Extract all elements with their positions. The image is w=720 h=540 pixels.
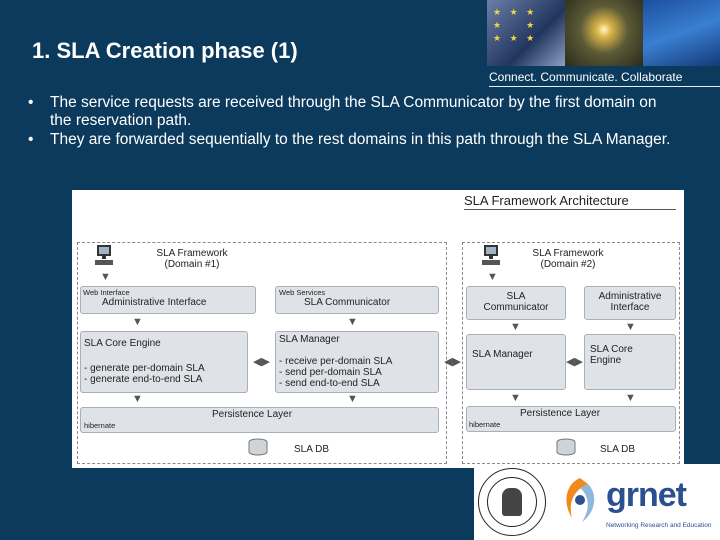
- persistence-layer-box: [466, 406, 676, 432]
- grnet-wordmark: grnet: [606, 476, 687, 514]
- bullet-mark: •: [28, 131, 34, 148]
- database-label: SLA DB: [294, 444, 330, 455]
- sla-communicator-box: [275, 286, 439, 314]
- computer-icon: [95, 245, 113, 265]
- database-icon: [248, 438, 268, 456]
- seal-inner-ring: [487, 477, 537, 527]
- arrow-down: ▼: [347, 316, 358, 328]
- domain1-frame: [77, 242, 447, 464]
- core-engine-item: - generate end-to-end SLA: [84, 374, 203, 385]
- slide-title: 1. SLA Creation phase (1): [32, 38, 298, 63]
- arrow-left-right: ◀▶: [253, 356, 270, 368]
- grnet-logo: grnet Networking Research and Education: [550, 464, 720, 540]
- bullet-text: The service requests are received throug…: [50, 94, 657, 129]
- grnet-tagline: Networking Research and Education: [606, 522, 712, 529]
- bullet-item: • The service requests are received thro…: [28, 94, 678, 130]
- university-seal-logo: [474, 464, 550, 540]
- tagline-divider: [489, 86, 720, 87]
- sla-manager-item: - send per-domain SLA: [279, 367, 382, 378]
- sla-communicator-box: [466, 286, 566, 320]
- seal-figure-icon: [502, 488, 522, 516]
- sla-manager-box: [466, 334, 566, 390]
- sla-manager-item: - send end-to-end SLA: [279, 378, 380, 389]
- arrow-left-right: ◀▶: [444, 356, 461, 368]
- bullet-text: They are forwarded sequentially to the r…: [50, 131, 671, 148]
- grnet-swirl-icon: [566, 478, 595, 522]
- arrow-down: ▼: [487, 271, 498, 283]
- seal-outer-ring: [478, 468, 546, 536]
- persistence-layer-box: [80, 407, 439, 433]
- domain2-name: SLA Framework(Domain #2): [532, 248, 604, 270]
- arrow-left-right: ◀▶: [566, 356, 583, 368]
- bullet-list: • The service requests are received thro…: [28, 94, 678, 150]
- domain1-name: SLA Framework(Domain #1): [156, 248, 228, 270]
- header-banner-image: ★ ★ ★★ ★★ ★ ★: [487, 0, 720, 66]
- domain2-frame: [462, 242, 680, 464]
- sla-manager-label: SLA Manager: [279, 334, 340, 345]
- sla-architecture-diagram: SLA Framework Architecture ▼ SLA Framewo…: [72, 190, 684, 468]
- diagram-title-underline: [464, 209, 676, 210]
- bullet-item: • They are forwarded sequentially to the…: [28, 131, 678, 149]
- tagline: Connect. Communicate. Collaborate: [489, 68, 720, 86]
- core-engine-item: - generate per-domain SLA: [84, 363, 205, 374]
- arrow-down: ▼: [347, 393, 358, 405]
- hibernate-label: hibernate: [84, 421, 116, 430]
- arrow-down: ▼: [625, 321, 636, 333]
- arrow-down: ▼: [625, 392, 636, 404]
- sla-manager-label: SLA Manager: [472, 349, 533, 360]
- eu-stars-icon: ★ ★ ★★ ★★ ★ ★: [493, 7, 538, 43]
- arrow-down: ▼: [132, 393, 143, 405]
- arrow-down: ▼: [510, 392, 521, 404]
- sla-communicator-label: SLA Communicator: [304, 297, 391, 308]
- admin-interface-box: [584, 286, 676, 320]
- arrow-down: ▼: [510, 321, 521, 333]
- sla-core-engine-box: [584, 334, 676, 390]
- network-map-photo: [643, 0, 720, 66]
- sla-core-engine-box: [80, 331, 248, 393]
- eu-flag-photo: ★ ★ ★★ ★★ ★ ★: [487, 0, 565, 66]
- database-icon: [556, 438, 576, 456]
- web-interface-label: Web Interface: [83, 288, 130, 297]
- admin-interface-box: [80, 286, 256, 314]
- sla-manager-item: - receive per-domain SLA: [279, 356, 393, 367]
- persistence-layer-label: Persistence Layer: [520, 408, 601, 419]
- database-label: SLA DB: [600, 444, 636, 455]
- bullet-mark: •: [28, 94, 34, 111]
- core-engine-label: SLA Core Engine: [84, 338, 161, 349]
- arrow-down: ▼: [100, 271, 111, 283]
- hibernate-label: hibernate: [469, 420, 501, 429]
- lightbulb-photo: [565, 0, 643, 66]
- arrow-down: ▼: [132, 316, 143, 328]
- web-services-label: Web Services: [279, 288, 326, 297]
- sla-manager-box: [275, 331, 439, 393]
- diagram-title: SLA Framework Architecture: [464, 193, 629, 208]
- persistence-layer-label: Persistence Layer: [212, 409, 293, 420]
- computer-icon: [482, 245, 500, 265]
- admin-interface-label: Administrative Interface: [102, 297, 207, 308]
